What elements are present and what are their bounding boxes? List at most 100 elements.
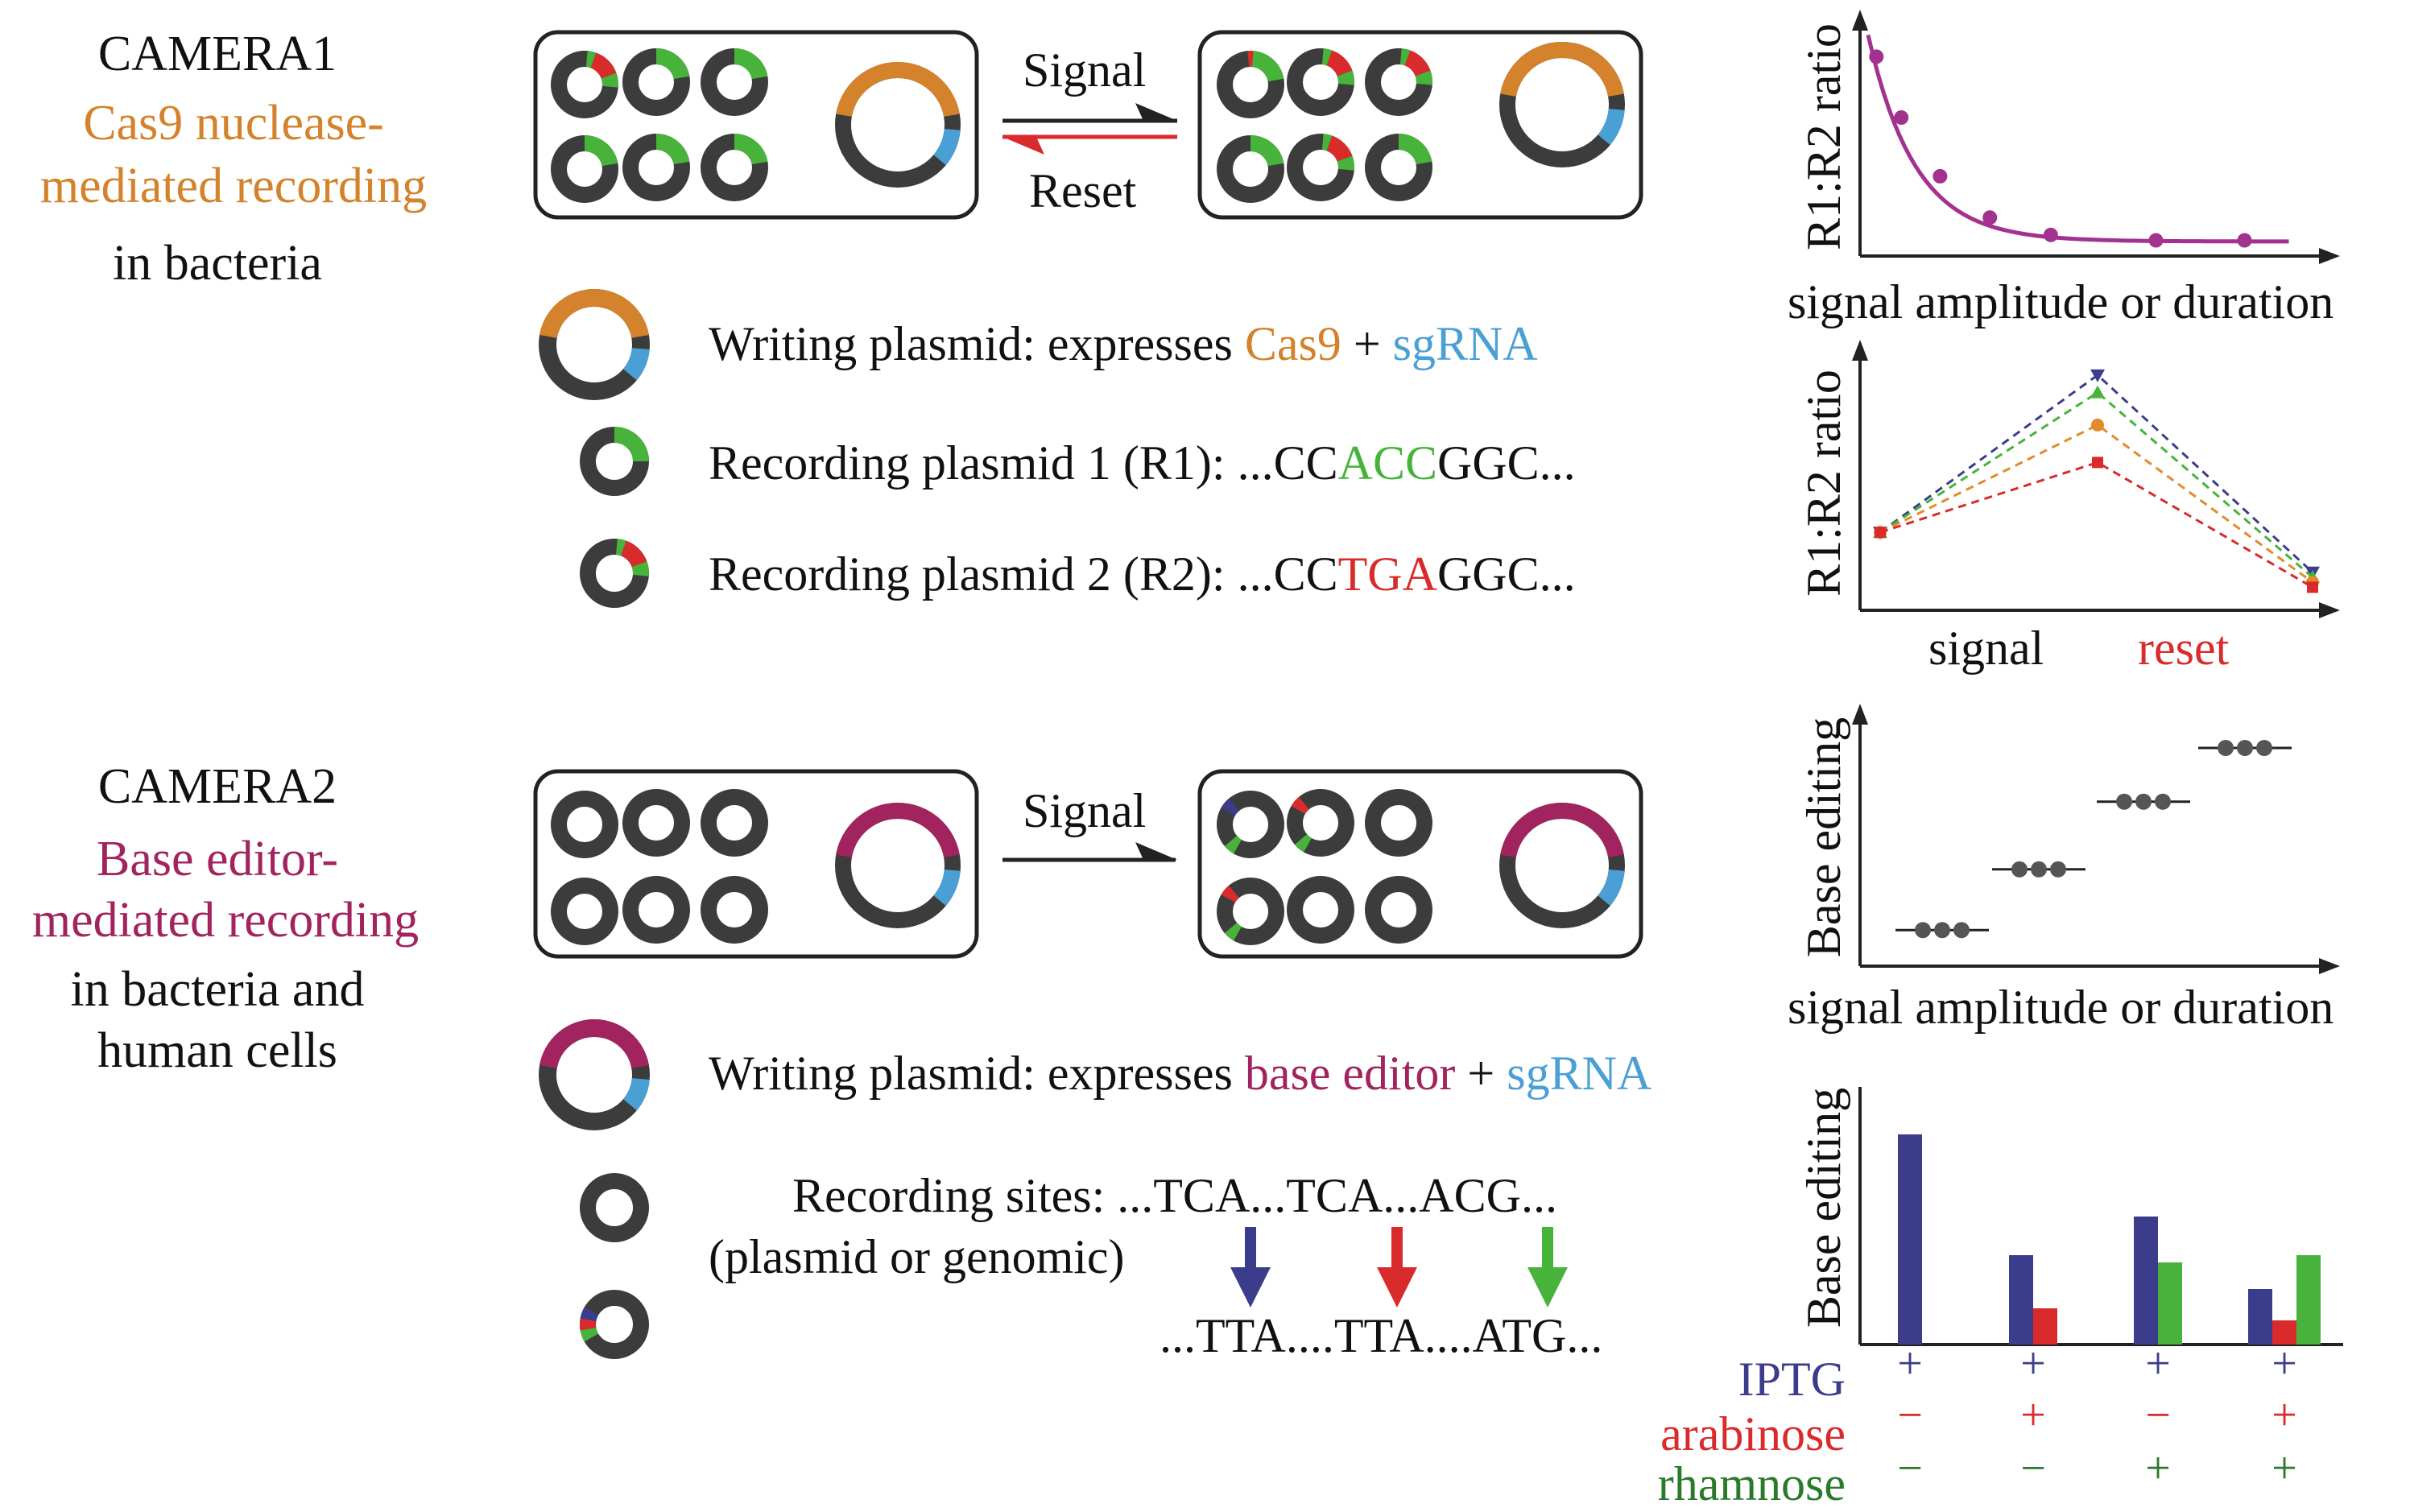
camera1-title: CAMERA1 bbox=[97, 27, 337, 81]
chart3-ylabel: Base editing bbox=[1797, 717, 1850, 958]
data-point bbox=[2237, 233, 2252, 248]
camera2-subtitle-3: in bacteria and bbox=[70, 962, 365, 1017]
camera1-cell-after bbox=[1197, 30, 1643, 220]
r1-prefix: Recording plasmid 1 (R1): ...CC bbox=[709, 436, 1338, 490]
data-point bbox=[2043, 227, 2058, 242]
writing-plasmid-text: Writing plasmid: expresses Cas9 + sgRNA bbox=[709, 316, 1538, 372]
replicate-point bbox=[2116, 793, 2132, 810]
data-point bbox=[2148, 233, 2164, 248]
replicate-point bbox=[2031, 861, 2047, 878]
camera2-writing-prefix: Writing plasmid: expresses bbox=[709, 1047, 1245, 1100]
camera1-subtitle-3: in bacteria bbox=[113, 236, 322, 291]
chart1-ylabel: R1:R2 ratio bbox=[1797, 23, 1850, 250]
plasmid-icon bbox=[835, 802, 961, 928]
plasmid-icon bbox=[1217, 135, 1284, 203]
plasmid-icon bbox=[622, 134, 690, 201]
data-point bbox=[1869, 49, 1884, 64]
plasmid-icon bbox=[701, 134, 768, 201]
replicate-point bbox=[1934, 922, 1950, 939]
writing-prefix: Writing plasmid: expresses bbox=[709, 317, 1245, 370]
plasmid-icon bbox=[1365, 876, 1432, 944]
plasmid-icon bbox=[551, 135, 618, 203]
chart1-xlabel: signal amplitude or duration bbox=[1788, 275, 2334, 328]
camera1-cell-before bbox=[533, 30, 979, 220]
condition-sign: + bbox=[2020, 1390, 2046, 1440]
camera2-plus-sign: + bbox=[1455, 1047, 1507, 1100]
series-line bbox=[1879, 390, 2313, 579]
plasmid-icon bbox=[701, 48, 768, 116]
plasmid-icon bbox=[551, 878, 618, 945]
bar bbox=[1898, 1134, 1922, 1345]
plasmid-icon bbox=[539, 1019, 650, 1130]
plasmid-icon bbox=[551, 51, 618, 118]
plasmid-icon bbox=[1287, 876, 1354, 944]
bar bbox=[2158, 1262, 2182, 1345]
r1-suffix: GGC... bbox=[1437, 436, 1576, 490]
chart4-ylabel: Base editing bbox=[1797, 1087, 1850, 1328]
plasmid-icon bbox=[701, 876, 768, 944]
condition-sign: + bbox=[2145, 1444, 2171, 1493]
plasmid-icon bbox=[701, 789, 768, 857]
plasmid-icon bbox=[539, 289, 650, 400]
camera2-cell-before bbox=[533, 769, 979, 959]
camera2-subtitle-2: mediated recording bbox=[31, 893, 420, 948]
replicate-point bbox=[1953, 922, 1970, 939]
recording-plasmid-1-text: Recording plasmid 1 (R1): ...CCACCGGC... bbox=[709, 435, 1576, 491]
plasmid-icon bbox=[1499, 41, 1625, 167]
recording-plasmid-2-text: Recording plasmid 2 (R2): ...CCTGAGGC... bbox=[709, 546, 1576, 602]
series-line bbox=[1879, 461, 2313, 589]
chart2-xlabel-reset: reset bbox=[2138, 622, 2230, 675]
replicate-point bbox=[2155, 793, 2171, 810]
condition-sign: + bbox=[2020, 1339, 2046, 1389]
row-label-iptg: IPTG bbox=[1738, 1353, 1846, 1406]
fit-curve bbox=[1866, 34, 2289, 244]
recording-sites-location: (plasmid or genomic) bbox=[709, 1230, 1125, 1283]
plasmid-icon bbox=[1287, 134, 1354, 201]
replicate-point bbox=[2237, 740, 2253, 756]
replicate-point bbox=[2050, 861, 2066, 878]
condition-sign: − bbox=[1897, 1444, 1923, 1493]
replicate-point bbox=[2135, 793, 2152, 810]
chart2-ylabel: R1:R2 ratio bbox=[1797, 370, 1850, 597]
camera2-signal-arrow bbox=[1002, 842, 1177, 862]
r2-prefix: Recording plasmid 2 (R2): ...CC bbox=[709, 547, 1338, 601]
camera2-cell-after bbox=[1197, 769, 1643, 959]
bar bbox=[2272, 1320, 2296, 1345]
data-point bbox=[1982, 210, 1998, 225]
chart-axes bbox=[1852, 704, 2340, 974]
reset-label: Reset bbox=[1029, 164, 1137, 217]
camera2-signal-label: Signal bbox=[1023, 784, 1147, 837]
r1-colored: ACC bbox=[1337, 436, 1437, 490]
condition-sign: + bbox=[2145, 1339, 2171, 1389]
row-label-rhamnose: rhamnose bbox=[1657, 1457, 1846, 1510]
bar bbox=[2134, 1217, 2158, 1345]
series-marker bbox=[2090, 369, 2105, 382]
replicate-point bbox=[2256, 740, 2272, 756]
camera2-subtitle-4: human cells bbox=[97, 1023, 337, 1078]
condition-sign: − bbox=[2145, 1390, 2171, 1440]
condition-sign: + bbox=[2272, 1444, 2297, 1493]
replicate-point bbox=[1915, 922, 1931, 939]
bar bbox=[2009, 1255, 2033, 1345]
recording-sites-line: Recording sites: ...TCA...TCA...ACG... bbox=[792, 1169, 1557, 1222]
bar bbox=[2033, 1308, 2057, 1345]
charts-panel: ++++−+−+−−++ bbox=[1852, 10, 2343, 1493]
data-point bbox=[1933, 168, 1948, 184]
plasmid-icon bbox=[622, 789, 690, 857]
chart-axes bbox=[1852, 10, 2340, 264]
plasmid-icon bbox=[580, 1290, 649, 1359]
plasmid-icon bbox=[551, 791, 618, 858]
condition-sign: + bbox=[2272, 1390, 2297, 1440]
plasmid-icon bbox=[580, 539, 649, 608]
camera2-subtitle-1: Base editor- bbox=[96, 832, 339, 886]
data-point bbox=[1894, 110, 1909, 125]
row-label-arabinose: arabinose bbox=[1660, 1407, 1846, 1460]
camera2-sgrna-label: sgRNA bbox=[1507, 1047, 1652, 1100]
camera1-subtitle-2: mediated recording bbox=[39, 159, 428, 213]
plasmid-icon bbox=[1217, 878, 1284, 945]
plasmid-icon bbox=[1365, 48, 1432, 116]
signal-label: Signal bbox=[1023, 43, 1147, 97]
plasmid-icon bbox=[622, 876, 690, 944]
series-marker bbox=[1875, 527, 1886, 539]
